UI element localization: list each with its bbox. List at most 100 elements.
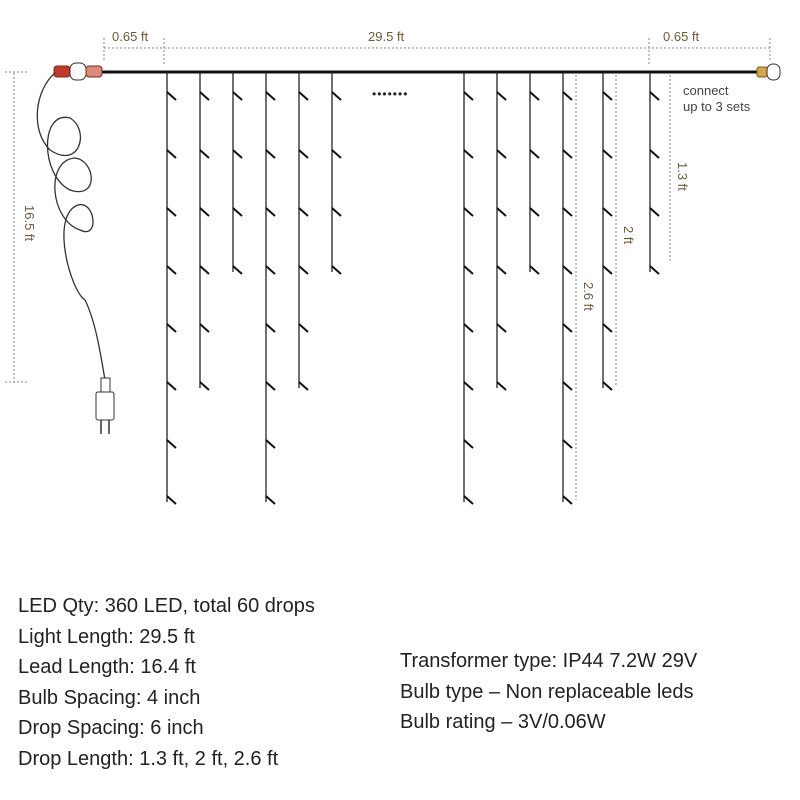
led-bulb-icon <box>265 323 276 333</box>
dim-drop-medium: 2 ft <box>621 226 636 244</box>
end-connector-icon <box>756 63 781 81</box>
icicle-light-diagram: 0.65 ft 29.5 ft 0.65 ft 16.5 ft 1.3 ft 2… <box>5 29 781 505</box>
led-bulb-icon <box>166 265 177 275</box>
led-bulb-icon <box>298 149 309 159</box>
led-bulb-icon <box>166 91 177 101</box>
specs-right: Transformer type: IP44 7.2W 29V Bulb typ… <box>400 646 697 738</box>
led-bulb-icon <box>529 207 540 217</box>
spec-lead-length: Lead Length: 16.4 ft <box>18 656 196 678</box>
led-bulb-icon <box>331 91 342 101</box>
led-bulb-icon <box>463 149 474 159</box>
more-drops-ellipsis: ••••••• <box>372 87 408 101</box>
led-bulb-icon <box>199 207 210 217</box>
led-bulb-icon <box>529 265 540 275</box>
led-bulb-icon <box>496 149 507 159</box>
led-bulb-icon <box>649 207 660 217</box>
connector-note-line2: up to 3 sets <box>683 99 751 114</box>
led-bulb-icon <box>562 91 573 101</box>
spec-light-length: Light Length: 29.5 ft <box>18 625 195 648</box>
spec-bulb-spacing: Bulb Spacing: 4 inch <box>18 686 201 709</box>
dim-drop-long: 2.6 ft <box>581 282 596 311</box>
led-bulb-icon <box>331 149 342 159</box>
led-bulb-icon <box>463 439 474 449</box>
led-bulb-icon <box>199 265 210 275</box>
led-bulb-icon <box>496 91 507 101</box>
spec-bulb-type: Bulb type – Non replaceable leds <box>400 680 694 703</box>
led-bulb-icon <box>265 149 276 159</box>
led-bulb-icon <box>298 91 309 101</box>
led-bulb-icon <box>649 149 660 159</box>
led-bulb-icon <box>602 381 613 391</box>
led-bulb-icon <box>529 91 540 101</box>
led-bulb-icon <box>199 381 210 391</box>
led-bulb-icon <box>232 149 243 159</box>
transformer-plug-icon <box>95 377 115 434</box>
led-bulb-icon <box>232 265 243 275</box>
led-bulb-icon <box>298 323 309 333</box>
lead-cable <box>36 72 106 381</box>
led-bulb-icon <box>166 381 177 391</box>
led-bulb-icon <box>199 323 210 333</box>
led-bulb-icon <box>265 91 276 101</box>
led-bulb-icon <box>166 149 177 159</box>
led-bulb-icon <box>265 439 276 449</box>
led-bulb-icon <box>463 323 474 333</box>
dim-lead-cable: 16.5 ft <box>22 205 37 242</box>
led-bulb-icon <box>649 91 660 101</box>
specs-left: LED Qty: 360 LED, total 60 drops Light L… <box>18 591 315 774</box>
led-bulb-icon <box>602 91 613 101</box>
led-bulb-icon <box>602 265 613 275</box>
led-bulb-icon <box>562 495 573 505</box>
drops <box>166 72 660 505</box>
spec-bulb-rating: Bulb rating – 3V/0.06W <box>400 711 606 733</box>
led-bulb-icon <box>331 207 342 217</box>
led-bulb-icon <box>496 207 507 217</box>
led-bulb-icon <box>166 495 177 505</box>
led-bulb-icon <box>463 495 474 505</box>
led-bulb-icon <box>562 439 573 449</box>
dim-light-length: 29.5 ft <box>368 29 405 44</box>
input-connector-icon <box>53 62 103 81</box>
led-bulb-icon <box>562 265 573 275</box>
led-bulb-icon <box>562 323 573 333</box>
led-bulb-icon <box>265 207 276 217</box>
led-bulb-icon <box>265 495 276 505</box>
led-bulb-icon <box>265 265 276 275</box>
led-bulb-icon <box>463 207 474 217</box>
dim-drop-short: 1.3 ft <box>675 162 690 191</box>
led-bulb-icon <box>529 149 540 159</box>
led-bulb-icon <box>166 207 177 217</box>
spec-drop-spacing: Drop Spacing: 6 inch <box>18 717 204 739</box>
led-bulb-icon <box>463 381 474 391</box>
dim-lead-left: 0.65 ft <box>112 29 149 44</box>
led-bulb-icon <box>649 265 660 275</box>
led-bulb-icon <box>298 207 309 217</box>
led-bulb-icon <box>298 381 309 391</box>
dimension-lines <box>5 38 771 500</box>
led-bulb-icon <box>232 91 243 101</box>
led-bulb-icon <box>602 323 613 333</box>
dim-lead-right: 0.65 ft <box>663 29 700 44</box>
led-bulb-icon <box>496 323 507 333</box>
led-bulb-icon <box>562 381 573 391</box>
led-bulb-icon <box>463 91 474 101</box>
led-bulb-icon <box>562 207 573 217</box>
led-bulb-icon <box>496 265 507 275</box>
led-bulb-icon <box>265 381 276 391</box>
led-bulb-icon <box>463 265 474 275</box>
connector-note-line1: connect <box>683 83 729 98</box>
led-bulb-icon <box>298 265 309 275</box>
led-bulb-icon <box>166 439 177 449</box>
led-bulb-icon <box>602 149 613 159</box>
led-bulb-icon <box>166 323 177 333</box>
led-bulb-icon <box>331 265 342 275</box>
led-bulb-icon <box>496 381 507 391</box>
spec-transformer: Transformer type: IP44 7.2W 29V <box>400 650 698 672</box>
led-bulb-icon <box>562 149 573 159</box>
spec-led-qty: LED Qty: 360 LED, total 60 drops <box>18 595 315 617</box>
led-bulb-icon <box>602 207 613 217</box>
led-bulb-icon <box>199 149 210 159</box>
spec-drop-length: Drop Length: 1.3 ft, 2 ft, 2.6 ft <box>18 747 279 770</box>
led-bulb-icon <box>199 91 210 101</box>
led-bulb-icon <box>232 207 243 217</box>
